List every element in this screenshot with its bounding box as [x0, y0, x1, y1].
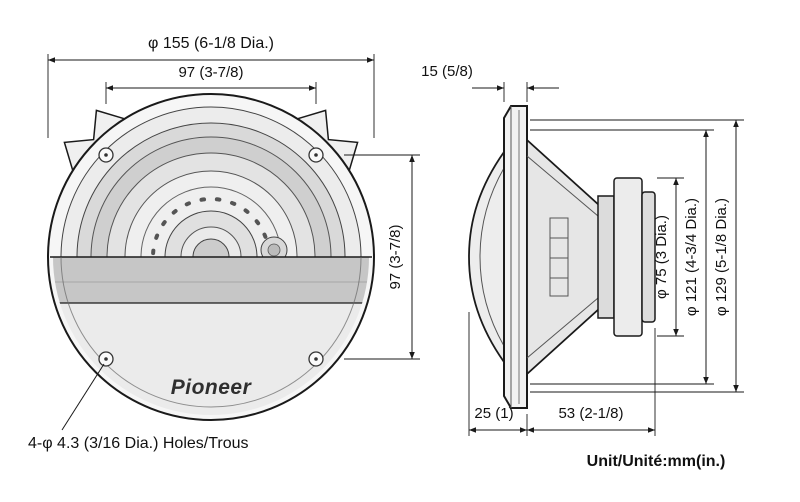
dimension-overall-diameter: φ 155 (6-1/8 Dia.) — [47, 35, 375, 138]
basket-top-rib — [526, 155, 599, 217]
holes-note-label: 4-φ 4.3 (3/16 Dia.) Holes/Trous — [28, 435, 249, 452]
holes-callout: 4-φ 4.3 (3/16 Dia.) Holes/Trous — [28, 363, 249, 452]
magnet-back-plate — [641, 191, 656, 323]
side-view: 15 (5/8) φ 75 (3 Dia.) φ 121 (4-3/4 Dia.… — [421, 63, 744, 436]
dim-label-53: 53 (2-1/8) — [558, 405, 623, 422]
mounting-flange — [503, 105, 528, 409]
mounting-hole-bottom-right — [308, 351, 324, 367]
dimension-hole-spacing-height: 97 (3-7/8) — [344, 154, 420, 360]
mounting-hole-bottom-left — [98, 351, 114, 367]
spider-detail — [549, 217, 569, 297]
dim-label-15: 15 (5/8) — [421, 63, 473, 80]
dimension-mounting-depth: 53 (2-1/8) — [527, 328, 656, 436]
dim-label-121: φ 121 (4-3/4 Dia.) — [683, 198, 700, 316]
dim-label-75: φ 75 (3 Dia.) — [653, 215, 670, 299]
magnet — [613, 177, 643, 337]
dimension-hole-spacing-width: 97 (3-7/8) — [105, 64, 317, 104]
basket-bottom-rib — [526, 297, 599, 359]
dim-label-129: φ 129 (5-1/8 Dia.) — [713, 198, 730, 316]
tweeter-dome — [267, 243, 281, 257]
brand-logo: Pioneer — [171, 376, 253, 399]
dimension-front-protrusion: 25 (1) — [468, 312, 528, 436]
dimension-overall-diameter-side: φ 129 (5-1/8 Dia.) — [530, 119, 744, 393]
front-dome — [468, 149, 505, 365]
dimension-magnet-diameter: φ 75 (3 Dia.) — [653, 177, 684, 337]
magnet-front-plate — [597, 195, 615, 319]
frame-lower-arc — [60, 256, 362, 408]
front-dome-inner-line — [479, 167, 505, 347]
dimension-frame-diameter: φ 121 (4-3/4 Dia.) — [530, 129, 714, 385]
dim-label-155: φ 155 (6-1/8 Dia.) — [148, 35, 274, 52]
dim-label-97-vertical: 97 (3-7/8) — [387, 224, 404, 289]
front-view: Pioneer φ 155 (6-1/8 Dia.) 97 (3-7/8) — [28, 35, 420, 452]
unit-note: Unit/Unité:mm(in.) — [587, 453, 726, 470]
dimension-flange-thickness: 15 (5/8) — [421, 63, 559, 102]
mounting-hole-top-left — [98, 147, 114, 163]
dim-label-97-horizontal: 97 (3-7/8) — [178, 64, 243, 81]
dim-label-25: 25 (1) — [474, 405, 513, 422]
basket — [526, 137, 601, 377]
mounting-hole-top-right — [308, 147, 324, 163]
